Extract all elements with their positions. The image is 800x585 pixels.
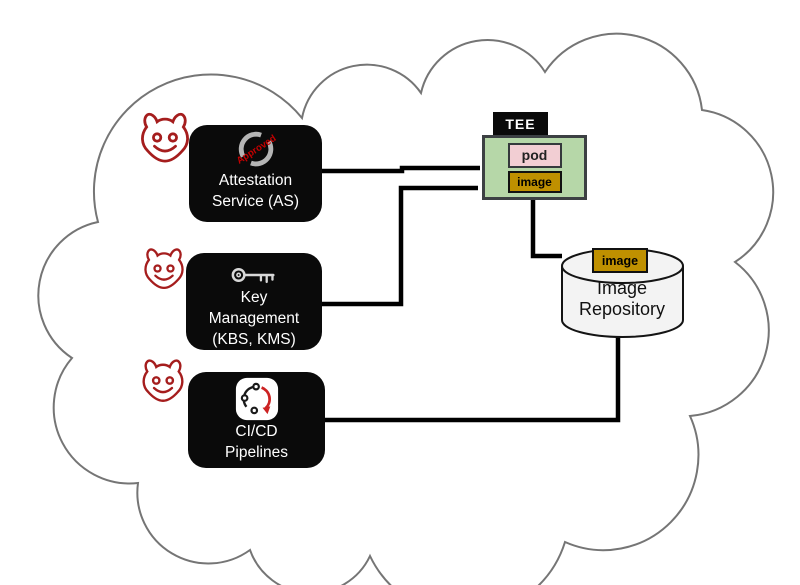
km-label-line2: Management	[208, 310, 300, 327]
repository-label-line2: Repository	[578, 299, 666, 319]
devil-face-icon	[137, 110, 193, 165]
repository-label: Image Repository	[560, 278, 684, 320]
km-label-line3: (KBS, KMS)	[212, 331, 296, 348]
connector-cicd-to-repo	[325, 335, 621, 423]
node-cicd-pipelines: CI/CD Pipelines	[188, 372, 325, 468]
cicd-label-line1: CI/CD	[235, 423, 278, 440]
devil-face-icon	[141, 246, 187, 291]
key-icon	[231, 268, 275, 284]
approved-stamp-icon: Approved	[235, 131, 277, 167]
tee-title-tab: TEE	[493, 112, 548, 135]
repository-label-line1: Image	[596, 278, 648, 298]
devil-face-icon	[139, 357, 187, 404]
cicd-label-line2: Pipelines	[225, 444, 288, 461]
km-label-line1: Key	[240, 289, 268, 306]
connector-as-to-tee	[322, 165, 480, 174]
attestation-label-line1: Attestation	[218, 172, 293, 189]
cylinder-body	[561, 266, 684, 338]
tee-enclave-box: pod image	[482, 135, 587, 200]
repository-image-chip: image	[592, 248, 648, 273]
connector-tee-to-repo	[530, 199, 562, 259]
connector-km-to-tee	[322, 185, 478, 307]
node-key-management: Key Management (KBS, KMS)	[186, 253, 322, 350]
attestation-label-line2: Service (AS)	[212, 193, 299, 210]
pod-box: pod	[507, 142, 562, 168]
cicd-cycle-icon	[235, 377, 278, 421]
tee-image-box: image	[507, 170, 562, 193]
node-attestation-service: Approved Attestation Service (AS)	[189, 125, 322, 222]
